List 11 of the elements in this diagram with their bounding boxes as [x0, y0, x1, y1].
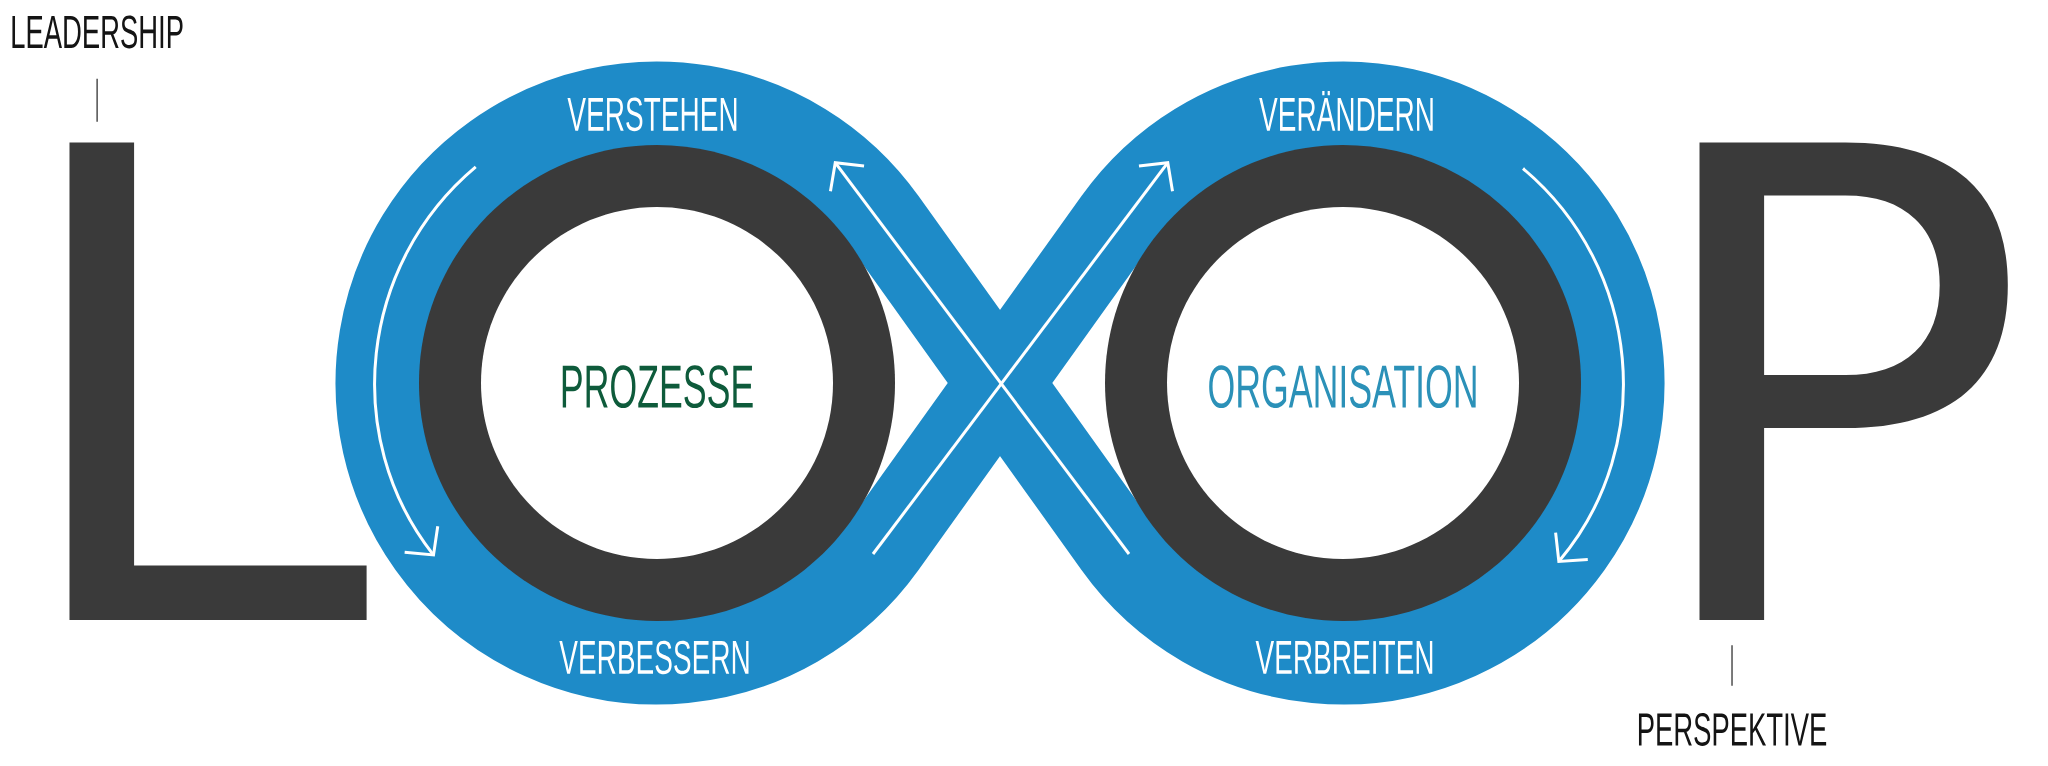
band-label: VERBREITEN — [1255, 641, 1433, 674]
large-letter: P — [1699, 142, 2008, 620]
band-label: VERBESSERN — [559, 640, 749, 675]
leader-line — [96, 78, 98, 123]
leader-line — [1731, 644, 1733, 687]
band-label: VERÄNDERN — [1259, 90, 1433, 131]
ring: PROZESSE — [419, 145, 895, 621]
ring: ORGANISATION — [1105, 145, 1581, 621]
callout-label: PERSPEKTIVE — [1638, 713, 1827, 746]
callout-label: LEADERSHIP — [12, 15, 183, 49]
band-label: VERSTEHEN — [567, 97, 737, 132]
